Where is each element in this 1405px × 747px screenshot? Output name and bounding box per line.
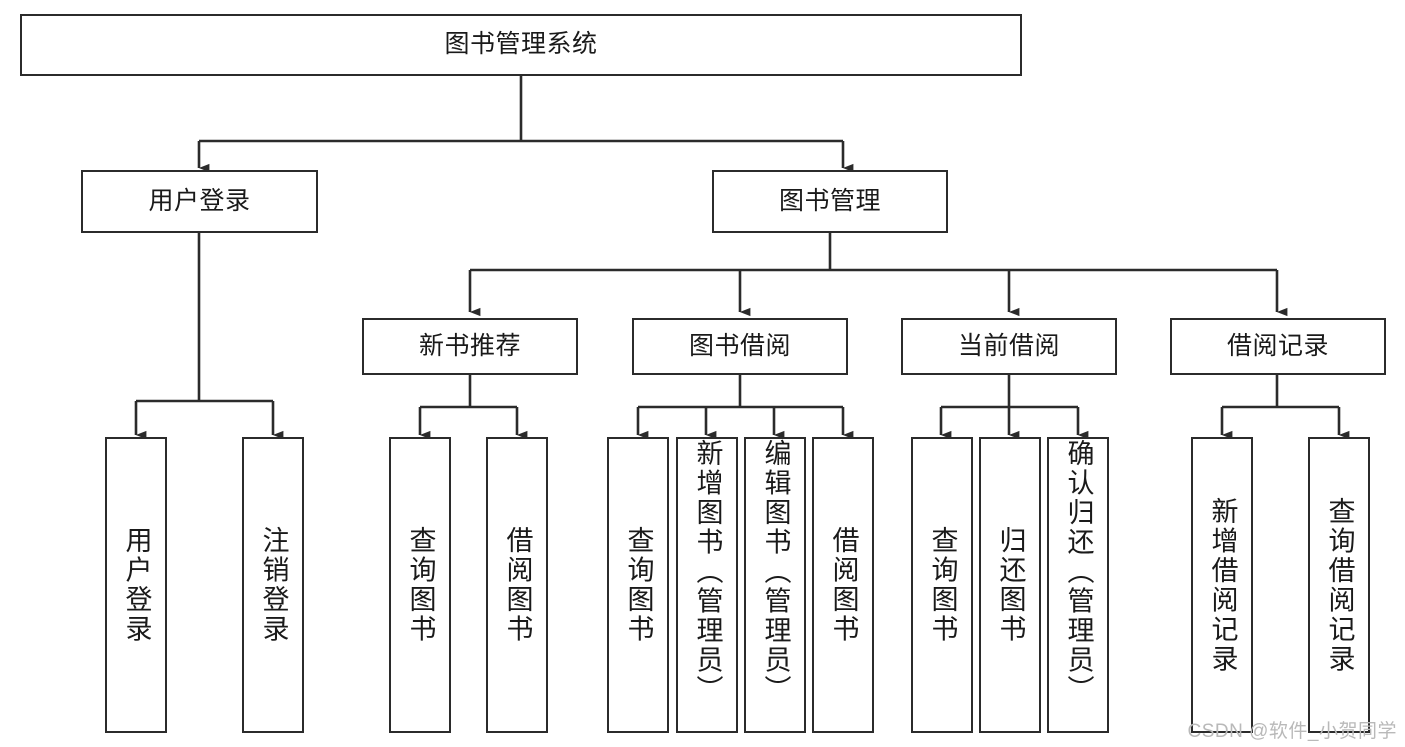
leaf-add-borrow-record[interactable]: 新增借阅记录 — [1191, 437, 1253, 733]
node-book-borrow[interactable]: 图书借阅 — [632, 318, 848, 375]
node-label: 图书借阅 — [688, 331, 791, 360]
node-label: 新增借阅记录 — [1207, 496, 1238, 674]
leaf-edit-book-admin[interactable]: 编辑图书（管理员） — [744, 437, 806, 733]
leaf-user-login[interactable]: 用户登录 — [105, 437, 167, 733]
leaf-borrow-book-recommend[interactable]: 借阅图书 — [486, 437, 548, 733]
node-label: 确认归还（管理员） — [1063, 439, 1094, 705]
leaf-query-book-borrow[interactable]: 查询图书 — [607, 437, 669, 733]
node-label: 借阅图书 — [502, 526, 533, 644]
node-label: 查询图书 — [623, 526, 654, 644]
node-label: 图书管理 — [778, 186, 881, 215]
node-label: 借阅记录 — [1226, 331, 1329, 360]
leaf-query-borrow-record[interactable]: 查询借阅记录 — [1308, 437, 1370, 733]
leaf-add-book-admin[interactable]: 新增图书（管理员） — [676, 437, 738, 733]
node-new-book-recommend[interactable]: 新书推荐 — [362, 318, 578, 375]
node-borrow-records[interactable]: 借阅记录 — [1170, 318, 1386, 375]
node-label: 查询图书 — [405, 526, 436, 644]
node-label: 新书推荐 — [418, 331, 521, 360]
node-book-management[interactable]: 图书管理 — [712, 170, 948, 233]
node-root-system[interactable]: 图书管理系统 — [20, 14, 1022, 76]
node-user-login[interactable]: 用户登录 — [81, 170, 318, 233]
node-label: 注销登录 — [258, 526, 289, 644]
leaf-confirm-return-admin[interactable]: 确认归还（管理员） — [1047, 437, 1109, 733]
leaf-borrow-book[interactable]: 借阅图书 — [812, 437, 874, 733]
node-label: 归还图书 — [995, 526, 1026, 644]
node-label: 用户登录 — [148, 186, 251, 215]
leaf-query-book-current[interactable]: 查询图书 — [911, 437, 973, 733]
leaf-return-book[interactable]: 归还图书 — [979, 437, 1041, 733]
node-label: 当前借阅 — [957, 331, 1060, 360]
leaf-logout[interactable]: 注销登录 — [242, 437, 304, 733]
node-label: 图书管理系统 — [444, 30, 598, 59]
node-current-borrow[interactable]: 当前借阅 — [901, 318, 1117, 375]
csdn-watermark: CSDN @软件_小贺同学 — [1187, 721, 1397, 742]
leaf-query-book-recommend[interactable]: 查询图书 — [389, 437, 451, 733]
node-label: 新增图书（管理员） — [692, 439, 723, 705]
node-label: 编辑图书（管理员） — [760, 439, 791, 705]
node-label: 查询图书 — [927, 526, 958, 644]
node-label: 借阅图书 — [828, 526, 859, 644]
node-label: 查询借阅记录 — [1324, 496, 1355, 674]
node-label: 用户登录 — [121, 526, 152, 644]
